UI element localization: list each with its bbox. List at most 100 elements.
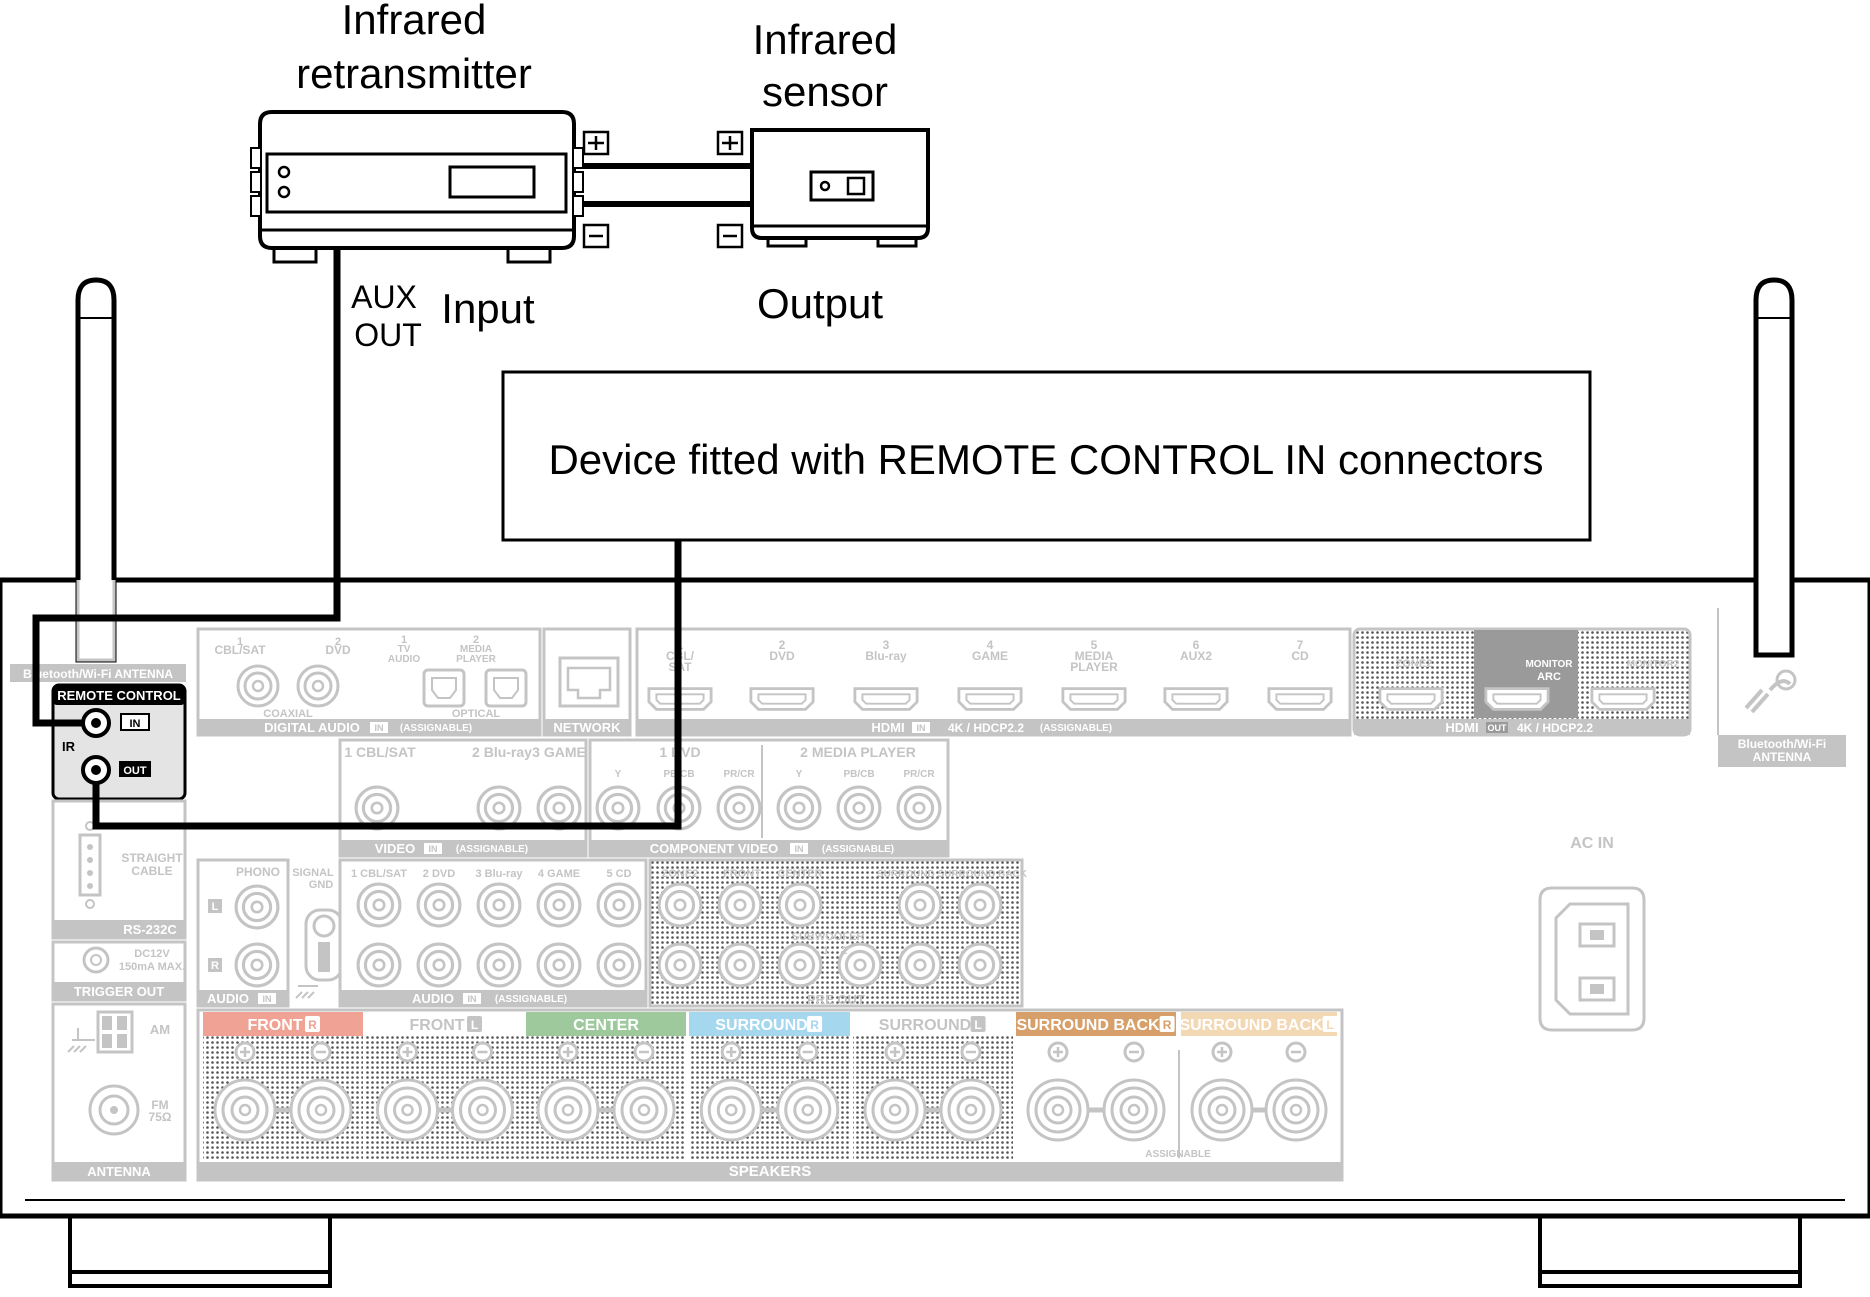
speaker-channel-header-1	[203, 1012, 363, 1036]
pre-out-jack-top-4[interactable]	[897, 882, 943, 928]
coaxial-jack-2[interactable]	[296, 664, 340, 708]
speaker-terminal-3-minus[interactable]	[612, 1078, 676, 1142]
hdmi-in-port-3[interactable]	[853, 687, 919, 711]
speaker-terminal-7-minus[interactable]	[1264, 1078, 1328, 1142]
speaker-terminal-5-plus[interactable]	[863, 1078, 927, 1142]
hdmi-out-port-monitor[interactable]	[1484, 687, 1550, 711]
fm-ohm-label: 75Ω	[149, 1110, 172, 1124]
am-fm-antenna-section: AM FM 75Ω ANTENNA	[51, 1002, 187, 1182]
speaker-terminal-5-minus[interactable]	[939, 1078, 1003, 1142]
trigger-spec-1: DC12V	[134, 948, 170, 960]
hdmi-out-monitor2: MONITOR2	[1627, 659, 1680, 670]
speaker-side-5: L	[974, 1018, 981, 1032]
speaker-side-badge-6	[1159, 1016, 1175, 1032]
hdmi-in-footer: HDMI	[871, 720, 904, 735]
audio-in-label-5: 5 CD	[606, 868, 631, 880]
speaker-terminal-6-minus[interactable]	[1102, 1078, 1166, 1142]
phono-jack-l[interactable]	[234, 884, 280, 930]
audio-in-jack-l-1[interactable]	[356, 882, 402, 928]
speaker-terminal-2-plus[interactable]	[376, 1078, 439, 1142]
audio-in-jack-r-4[interactable]	[536, 942, 582, 988]
hdmi-in-port-6[interactable]	[1163, 687, 1229, 711]
bt-antenna-label-right-2: ANTENNA	[1753, 750, 1812, 764]
pre-out-jack-top-1[interactable]	[657, 882, 703, 928]
pre-out-jack-bottom-3[interactable]	[777, 942, 823, 988]
audio-in-jack-l-5[interactable]	[596, 882, 642, 928]
hdmi-out-port-monitor2[interactable]	[1590, 687, 1656, 711]
speaker-channel-name-4: SURROUND	[715, 1017, 807, 1034]
pre-out-jack-bottom-5[interactable]	[897, 942, 943, 988]
speaker-channel-header-6	[1016, 1012, 1176, 1036]
phono-jack-r[interactable]	[234, 942, 280, 988]
speaker-side-badge-7	[1322, 1016, 1338, 1032]
phono-in-tag: IN	[263, 994, 272, 1004]
hdmi-in-port-4[interactable]	[957, 687, 1023, 711]
audio-in-jack-r-3[interactable]	[476, 942, 522, 988]
pre-out-jack-top-3[interactable]	[777, 882, 823, 928]
speaker-terminal-2-minus[interactable]	[451, 1078, 514, 1142]
coaxial-jack-1[interactable]	[236, 664, 280, 708]
signal-gnd-terminal[interactable]	[304, 908, 344, 982]
digital-audio-footer: DIGITAL AUDIO	[264, 720, 360, 735]
infrared-sensor	[750, 128, 930, 248]
hdmi-in-port-2[interactable]	[749, 687, 815, 711]
audio-in-jack-l-3[interactable]	[476, 882, 522, 928]
optical-label: OPTICAL	[452, 708, 501, 720]
ac-in-socket[interactable]	[1538, 886, 1646, 1032]
optical-2-label-b: PLAYER	[456, 654, 496, 665]
speaker-terminal-1-plus[interactable]	[213, 1078, 277, 1142]
speaker-terminal-1-minus[interactable]	[289, 1078, 353, 1142]
speaker-terminal-3-plus[interactable]	[536, 1078, 600, 1142]
optical-jack-2[interactable]	[484, 668, 528, 708]
audio-in-jack-r-5[interactable]	[596, 942, 642, 988]
component-in-tag: IN	[795, 844, 804, 854]
rs232c-cable-label: CABLE	[131, 864, 172, 878]
component-jack-4[interactable]	[776, 785, 822, 831]
cables	[32, 163, 754, 830]
speaker-terminal-4-minus[interactable]	[776, 1078, 840, 1142]
optical-jack-1[interactable]	[422, 668, 466, 708]
digital-audio-1-label: CBL/SAT	[214, 643, 266, 657]
retransmitter-display	[448, 165, 536, 199]
digital-audio-section: 1 CBL/SAT 2 DVD 1 TV AUDIO 2 MEDIA PLAYE…	[196, 627, 542, 737]
speaker-side-2: L	[471, 1018, 478, 1032]
hdmi-in-4-label-0: 4	[987, 638, 994, 652]
audio-in-jack-r-2[interactable]	[416, 942, 462, 988]
pre-out-jack-bottom-1[interactable]	[657, 942, 703, 988]
component-jack-label-3: PR/CR	[723, 769, 755, 780]
network-port[interactable]	[558, 656, 620, 708]
speaker-channel-header-3	[526, 1012, 686, 1036]
speaker-side-badge-5	[970, 1016, 986, 1032]
audio-in-jack-l-2[interactable]	[416, 882, 462, 928]
speaker-channel-name-1: FRONT	[247, 1017, 302, 1034]
component-assignable: (ASSIGNABLE)	[822, 844, 894, 855]
pre-out-jack-bottom-2[interactable]	[717, 942, 763, 988]
hdmi-out-arc: ARC	[1537, 671, 1561, 683]
speaker-terminal-7-plus[interactable]	[1190, 1078, 1254, 1142]
hdmi-in-port-5[interactable]	[1061, 687, 1127, 711]
hdmi-in-port-7[interactable]	[1267, 687, 1333, 711]
remote-control-in-jack[interactable]	[81, 708, 111, 738]
audio-in-jack-l-4[interactable]	[536, 882, 582, 928]
speaker-terminal-4-plus[interactable]	[699, 1078, 763, 1142]
pre-out-jack-top-2[interactable]	[717, 882, 763, 928]
pre-out-jack-top-5[interactable]	[957, 882, 1003, 928]
audio-in-jack-r-1[interactable]	[356, 942, 402, 988]
component-jack-label-6: PR/CR	[903, 769, 935, 780]
component-jack-6[interactable]	[896, 785, 942, 831]
hdmi-out-port-zone2[interactable]	[1378, 687, 1444, 711]
bt-antenna-label-right-1: Bluetooth/Wi-Fi	[1738, 737, 1827, 751]
fm-label: FM	[151, 1098, 168, 1112]
component-jack-5[interactable]	[836, 785, 882, 831]
video-section: 1 CBL/SAT 2 Blu-ray 3 GAME VIDEO IN (ASS…	[338, 738, 588, 858]
speaker-terminal-6-plus[interactable]	[1026, 1078, 1090, 1142]
pre-out-jack-bottom-6[interactable]	[957, 942, 1003, 988]
optical-2-label-a: MEDIA	[460, 644, 492, 655]
speakers-footer: SPEAKERS	[729, 1163, 812, 1180]
component-jack-3[interactable]	[716, 785, 762, 831]
remote-control-out-jack[interactable]	[81, 755, 111, 785]
optical-1-num: 1	[401, 634, 407, 646]
audio-in-label-2: 2 DVD	[423, 868, 455, 880]
